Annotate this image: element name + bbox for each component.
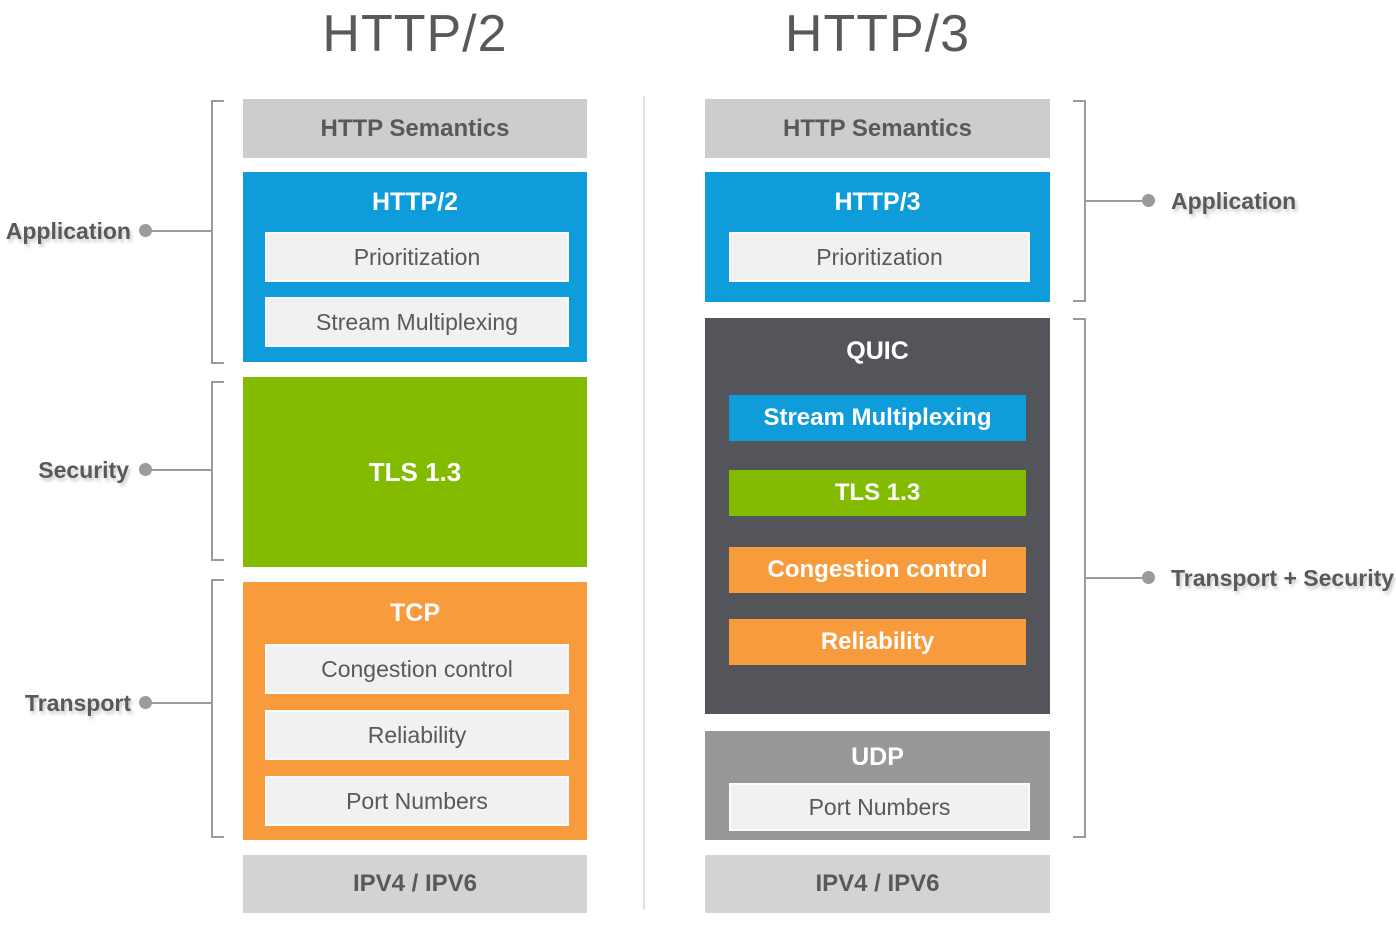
column-title-http3: HTTP/3 bbox=[784, 5, 971, 63]
transport-label: Transport bbox=[24, 690, 131, 716]
quic-box: QUIC Stream Multiplexing TLS 1.3 Congest… bbox=[705, 318, 1050, 714]
http3-box-label: HTTP/3 bbox=[834, 188, 921, 216]
connector-dot-icon bbox=[139, 696, 152, 709]
tcp-congestion-control-label: Congestion control bbox=[321, 655, 513, 682]
quic-congestion-control-box: Congestion control bbox=[729, 547, 1026, 593]
http2-ip-label: IPV4 / IPV6 bbox=[352, 870, 478, 897]
http3-prioritization-label: Prioritization bbox=[816, 243, 943, 270]
transport-security-label: Transport + Security bbox=[1171, 565, 1395, 591]
quic-reliability-label: Reliability bbox=[820, 628, 935, 655]
application-label-right: Application bbox=[1171, 188, 1297, 214]
udp-port-numbers-box: Port Numbers bbox=[729, 783, 1030, 831]
security-bracket bbox=[211, 381, 224, 561]
tcp-reliability-box: Reliability bbox=[265, 710, 569, 760]
udp-port-numbers-label: Port Numbers bbox=[808, 793, 951, 820]
http2-tls-box: TLS 1.3 bbox=[243, 377, 587, 567]
http3-ip-bar: IPV4 / IPV6 bbox=[705, 855, 1050, 913]
udp-box-label: UDP bbox=[851, 743, 904, 771]
http3-ip-label: IPV4 / IPV6 bbox=[815, 870, 940, 897]
application-connector-left bbox=[151, 230, 211, 232]
quic-congestion-control-label: Congestion control bbox=[767, 556, 988, 583]
tcp-box-label: TCP bbox=[390, 599, 440, 627]
application-connector-right bbox=[1086, 200, 1142, 202]
connector-dot-icon bbox=[1142, 194, 1155, 207]
quic-box-label: QUIC bbox=[846, 337, 909, 365]
transport-security-bracket bbox=[1073, 318, 1086, 838]
http3-semantics-bar: HTTP Semantics bbox=[705, 99, 1050, 158]
application-bracket-right bbox=[1073, 100, 1086, 302]
transport-connector bbox=[151, 702, 211, 704]
transport-security-connector bbox=[1086, 577, 1142, 579]
tcp-congestion-control-box: Congestion control bbox=[265, 644, 569, 694]
http2-tls-label: TLS 1.3 bbox=[368, 456, 462, 487]
quic-reliability-box: Reliability bbox=[729, 619, 1026, 665]
http2-stream-multiplexing-label: Stream Multiplexing bbox=[316, 308, 518, 335]
http2-semantics-label: HTTP Semantics bbox=[320, 114, 510, 142]
http2-stream-multiplexing-box: Stream Multiplexing bbox=[265, 297, 569, 347]
http3-semantics-label: HTTP Semantics bbox=[783, 114, 972, 142]
application-bracket-left bbox=[211, 100, 224, 364]
connector-dot-icon bbox=[139, 224, 152, 237]
http2-ip-bar: IPV4 / IPV6 bbox=[243, 855, 587, 913]
http2-box: HTTP/2 Prioritization Stream Multiplexin… bbox=[243, 172, 587, 362]
quic-stream-multiplexing-label: Stream Multiplexing bbox=[763, 404, 992, 431]
tcp-reliability-label: Reliability bbox=[367, 721, 467, 748]
tcp-port-numbers-label: Port Numbers bbox=[346, 787, 488, 814]
connector-dot-icon bbox=[1142, 571, 1155, 584]
http3-prioritization-box: Prioritization bbox=[729, 232, 1030, 282]
http2-prioritization-label: Prioritization bbox=[353, 243, 481, 270]
http3-box: HTTP/3 Prioritization bbox=[705, 172, 1050, 302]
tcp-box: TCP Congestion control Reliability Port … bbox=[243, 582, 587, 840]
http2-semantics-bar: HTTP Semantics bbox=[243, 99, 587, 158]
udp-box: UDP Port Numbers bbox=[705, 731, 1050, 840]
column-divider bbox=[643, 96, 645, 910]
quic-stream-multiplexing-box: Stream Multiplexing bbox=[729, 395, 1026, 441]
http2-box-label: HTTP/2 bbox=[371, 188, 459, 216]
transport-bracket bbox=[211, 579, 224, 838]
http2-prioritization-box: Prioritization bbox=[265, 232, 569, 282]
application-label-left: Application bbox=[5, 218, 131, 244]
security-connector bbox=[151, 469, 211, 471]
column-title-http2: HTTP/2 bbox=[322, 5, 508, 63]
quic-tls-box: TLS 1.3 bbox=[729, 470, 1026, 516]
security-label: Security bbox=[38, 457, 129, 483]
connector-dot-icon bbox=[139, 463, 152, 476]
quic-tls-label: TLS 1.3 bbox=[834, 479, 921, 506]
tcp-port-numbers-box: Port Numbers bbox=[265, 776, 569, 826]
